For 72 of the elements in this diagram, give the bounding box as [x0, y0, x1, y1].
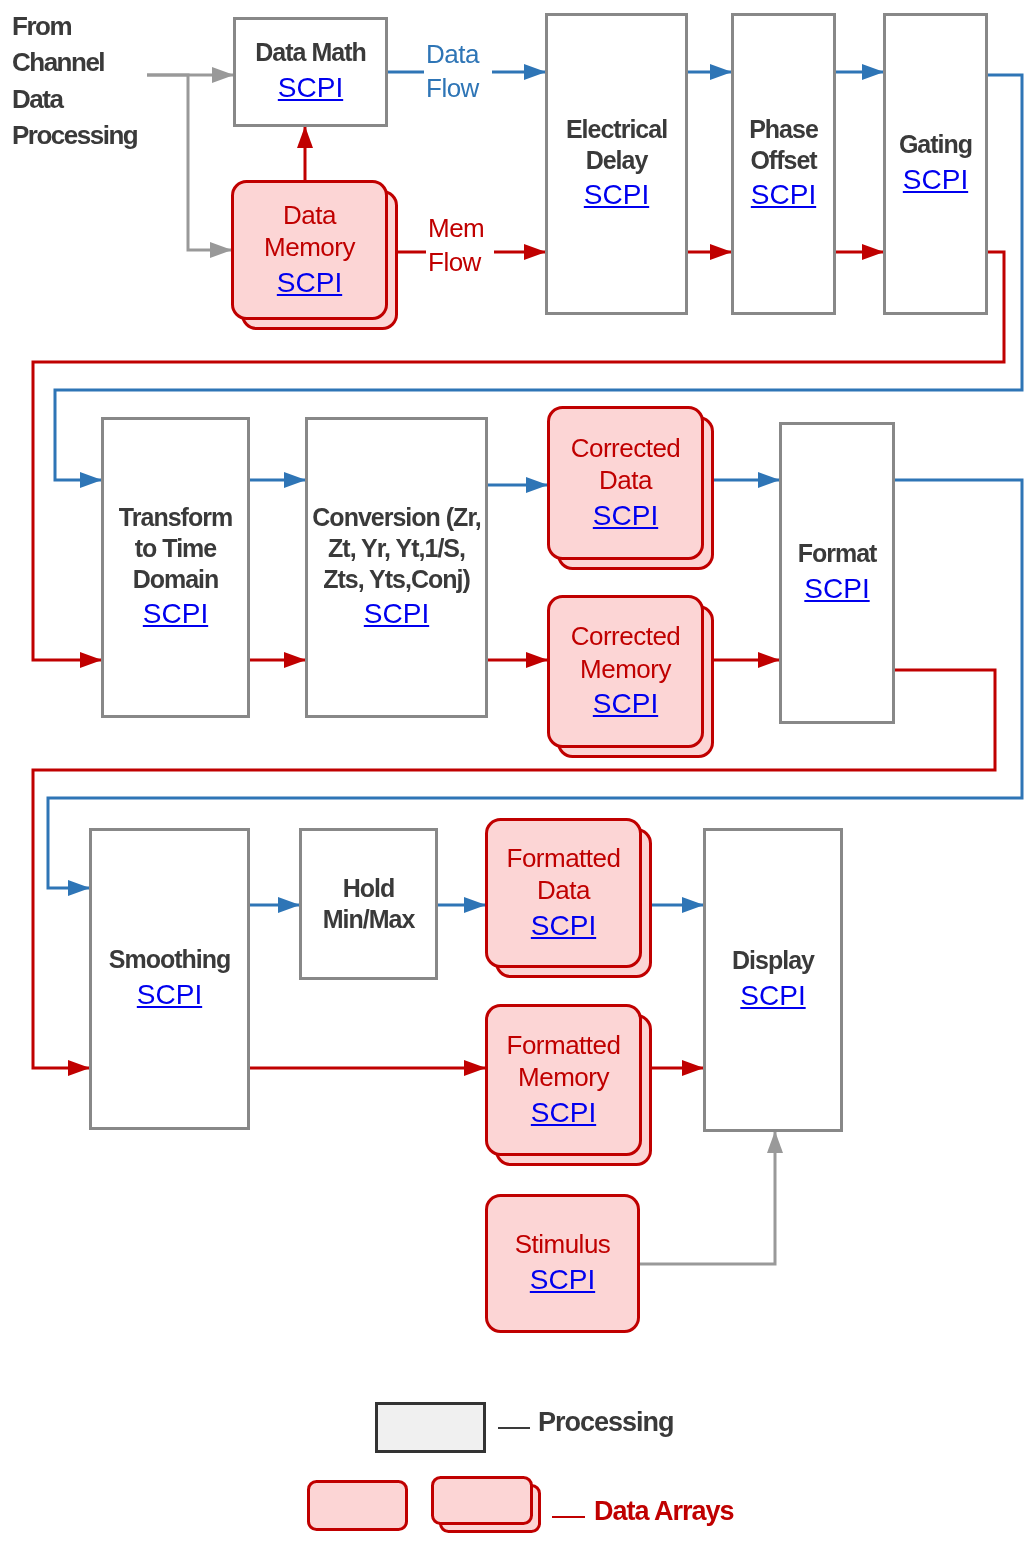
- scpi-link: SCPI: [592, 498, 659, 533]
- data-array-stack: [485, 1004, 652, 1166]
- arrow: [714, 652, 780, 668]
- processing-block: [101, 417, 250, 718]
- block-title: Transform to Time Domain: [117, 501, 234, 596]
- scpi-link: SCPI: [902, 162, 969, 197]
- scpi-link: SCPI: [277, 70, 344, 105]
- block-title: Hold Min/Max: [321, 872, 416, 935]
- arrow: [250, 472, 306, 488]
- block-title: Corrected Data: [569, 431, 682, 497]
- processing-block: [545, 13, 688, 315]
- scpi-link: SCPI: [530, 1095, 597, 1130]
- arrow: [250, 897, 300, 913]
- scpi-link: SCPI: [592, 687, 659, 722]
- scpi-link: SCPI: [363, 597, 430, 632]
- block-title: Formatted Memory: [505, 1028, 622, 1094]
- processing-block: [883, 13, 988, 315]
- arrow: [640, 1131, 783, 1266]
- data-array-stack: [547, 595, 714, 758]
- source-label: From Channel Data Processing: [12, 8, 147, 153]
- scpi-link: SCPI: [740, 978, 806, 1013]
- arrow: [688, 244, 732, 260]
- block-title: Data Math: [255, 37, 366, 69]
- scpi-link: SCPI: [136, 977, 203, 1012]
- processing-block: [703, 828, 843, 1132]
- arrow: [250, 652, 306, 668]
- arrow: [688, 64, 732, 80]
- data-array-stack: [231, 180, 398, 330]
- scpi-link: SCPI: [583, 178, 650, 213]
- block-title: Data Memory: [263, 198, 357, 264]
- scpi-link: SCPI: [530, 908, 597, 943]
- arrow: [147, 73, 232, 258]
- arrow: [488, 652, 548, 668]
- block-title: Display: [732, 945, 814, 977]
- scpi-link: SCPI: [276, 265, 343, 300]
- arrow: [652, 897, 704, 913]
- processing-block: [89, 828, 250, 1130]
- processing-block: [731, 13, 836, 315]
- arrow: [714, 472, 780, 488]
- arrow: [652, 1060, 704, 1076]
- scpi-link: SCPI: [804, 571, 870, 606]
- block-title: Format: [797, 538, 877, 570]
- arrow: [53, 73, 1024, 488]
- data-array-stack: [485, 818, 652, 978]
- processing-block: [233, 17, 388, 127]
- block-title: Phase Offset: [748, 113, 819, 177]
- arrow: [836, 64, 884, 80]
- block-title: Electrical Delay: [564, 113, 669, 177]
- scpi-link: SCPI: [142, 597, 209, 632]
- arrow: [31, 668, 997, 1076]
- processing-block: [779, 422, 895, 724]
- processing-block: [305, 417, 488, 718]
- block-title: Conversion (Zr, Zt, Yr, Yt,1/S, Zts, Yts,Conj): [311, 501, 482, 596]
- arrow: [31, 250, 1006, 668]
- arrow: [250, 1060, 486, 1076]
- block-title: Formatted Data: [505, 841, 622, 907]
- block-title: Corrected Memory: [569, 620, 682, 686]
- arrow: [46, 478, 1024, 896]
- block-title: Smoothing: [108, 944, 231, 976]
- block-title: Gating: [898, 129, 973, 161]
- scpi-link: SCPI: [529, 1262, 596, 1297]
- data-array-stack: [547, 406, 714, 570]
- processing-block: [299, 828, 438, 980]
- data-array-block: [485, 1194, 640, 1333]
- arrow: [488, 477, 548, 493]
- arrow: [297, 126, 313, 180]
- legend-label: Data Arrays: [594, 1496, 734, 1527]
- arrow: [438, 897, 486, 913]
- legend-label: Processing: [538, 1407, 674, 1438]
- scpi-link: SCPI: [750, 178, 817, 213]
- block-title: Stimulus: [514, 1228, 611, 1261]
- arrow: [836, 244, 884, 260]
